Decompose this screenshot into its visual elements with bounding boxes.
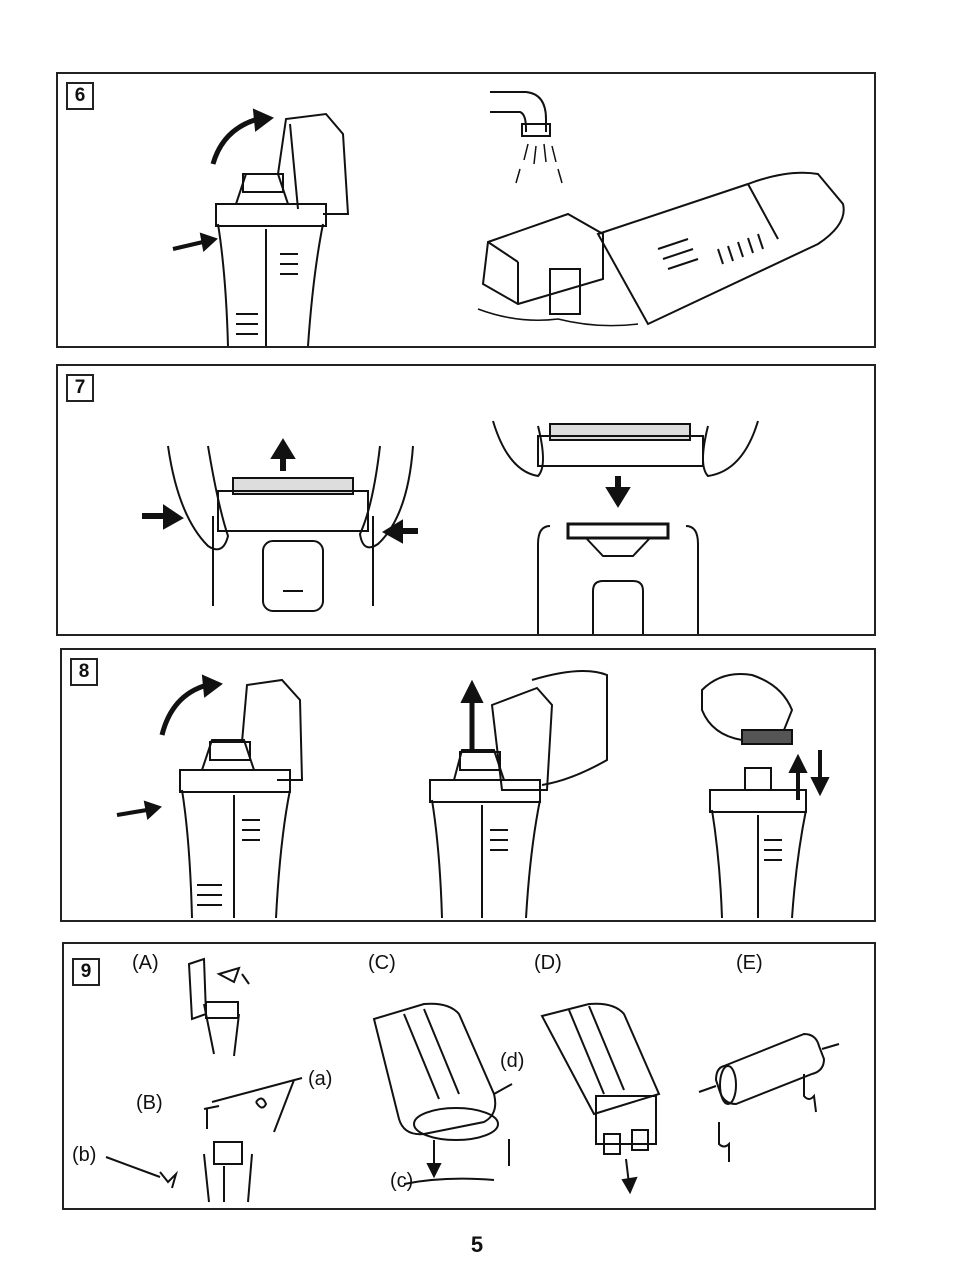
panel-step-9: 9 (A) (C) (D) (E) (a) (B) (b) (c) (d): [62, 942, 876, 1210]
page-number: 5: [0, 1232, 954, 1258]
illustration-disassembly-for-disposal: [64, 944, 874, 1208]
panel-step-8: 8: [60, 648, 876, 922]
illustration-remove-and-replace-blade: [62, 650, 874, 920]
illustration-remove-and-replace-foil: [58, 366, 874, 634]
illustration-open-head-and-rinse: [58, 74, 874, 346]
panel-step-7: 7: [56, 364, 876, 636]
panel-step-6: 6: [56, 72, 876, 348]
